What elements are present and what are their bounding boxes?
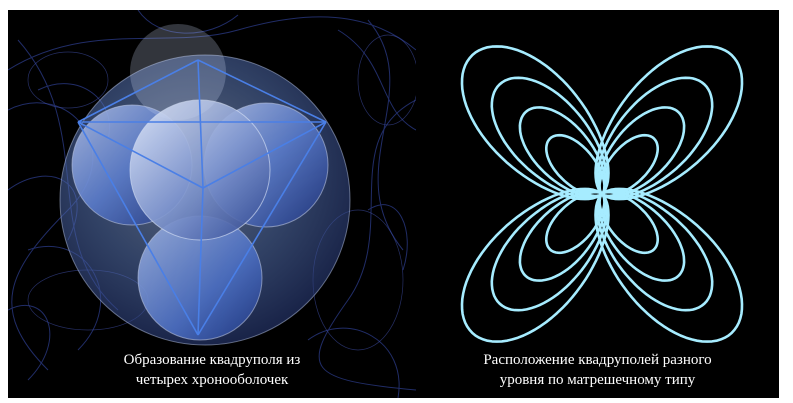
right-caption: Расположение квадруполей разного уровня … [416, 350, 779, 390]
left-caption: Образование квадруполя из четырех хроноо… [8, 350, 416, 390]
left-caption-line2: четырех хронооболочек [8, 370, 416, 390]
nested-petal-loops [462, 46, 742, 341]
nested-quadrupoles-panel: Расположение квадруполей разного уровня … [416, 10, 779, 398]
right-caption-line2: уровня по матрешечному типу [416, 370, 779, 390]
quadrupole-formation-panel: Образование квадруполя из четырех хроноо… [8, 10, 416, 398]
nested-quadrupoles-illustration [416, 10, 779, 398]
left-caption-line1: Образование квадруполя из [8, 350, 416, 370]
sphere-top [130, 24, 226, 120]
right-caption-line1: Расположение квадруполей разного [416, 350, 779, 370]
quadrupole-spheres-illustration [8, 10, 416, 398]
